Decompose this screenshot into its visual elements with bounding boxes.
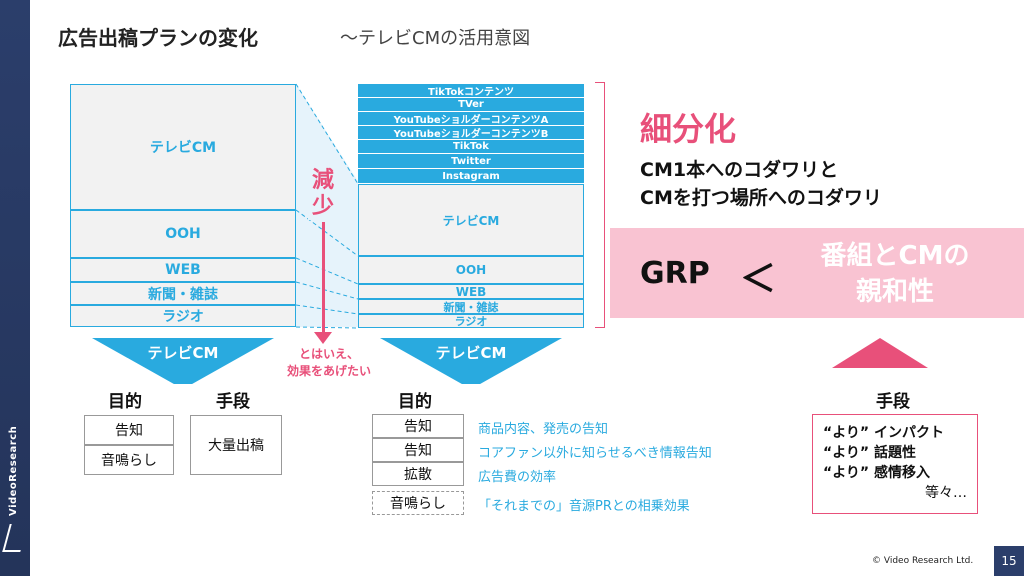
up-triangle-icon	[832, 338, 928, 368]
fragmentation-heading: 細分化	[640, 110, 737, 148]
page-number: 15	[994, 546, 1024, 576]
grp-label: GRP	[640, 256, 710, 291]
right-purpose-3: 拡散	[372, 462, 464, 486]
right-purpose-1: 告知	[372, 414, 464, 438]
affinity-line-1: 番組とCMの	[820, 241, 970, 271]
copyright: © Video Research Ltd.	[872, 556, 974, 566]
left-ooh: OOH	[70, 210, 296, 258]
less-than-icon: ＜	[740, 259, 777, 300]
left-purpose-2: 音鳴らし	[84, 445, 174, 475]
affinity-label: 番組とCMの 親和性	[790, 238, 1000, 310]
right-radio: ラジオ	[358, 314, 584, 328]
right-ooh: OOH	[358, 256, 584, 284]
left-purpose-label: 目的	[108, 392, 142, 412]
down-arrow-line	[322, 222, 325, 334]
left-purpose-1: 告知	[84, 415, 174, 445]
left-means-label: 手段	[216, 392, 250, 412]
description-2: コアファン以外に知らせるべき情報告知	[478, 446, 712, 461]
statement-line-2: CMを打つ場所へのコダワリ	[640, 187, 882, 209]
statement-line-1: CM1本へのコダワリと	[640, 159, 839, 181]
right-purpose-label: 目的	[398, 392, 432, 412]
right-item-youtube-b: YouTubeショルダーコンテンツB	[358, 126, 584, 140]
means-line-3: “より” 感情移入	[823, 465, 930, 481]
means-line-2: “より” 話題性	[823, 445, 916, 461]
down-arrow-icon	[314, 332, 332, 344]
reduce-label: 減少	[308, 168, 338, 220]
left-web: WEB	[70, 258, 296, 282]
left-newspaper: 新聞・雑誌	[70, 282, 296, 305]
right-tvcm: テレビCM	[358, 184, 584, 256]
description-4: 「それまでの」音源PRとの相乗効果	[478, 499, 690, 514]
note-text: とはいえ、 効果をあげたい	[274, 346, 384, 380]
means-line-4: 等々…	[925, 485, 967, 501]
right-web: WEB	[358, 284, 584, 299]
right-item-instagram: Instagram	[358, 169, 584, 184]
comparison-band	[610, 228, 1024, 318]
means-panel-label: 手段	[876, 392, 910, 412]
commitment-statement: CM1本へのコダワリと CMを打つ場所へのコダワリ	[640, 156, 882, 212]
left-radio: ラジオ	[70, 305, 296, 327]
right-item-tver: TVer	[358, 98, 584, 112]
description-3: 広告費の効率	[478, 470, 557, 485]
right-purpose-2: 告知	[372, 438, 464, 462]
sidebar: VideoResearch	[0, 0, 30, 576]
right-bracket	[595, 82, 605, 328]
right-purpose-dashed: 音鳴らし	[372, 491, 464, 515]
right-newspaper: 新聞・雑誌	[358, 299, 584, 314]
left-tvcm: テレビCM	[70, 84, 296, 210]
right-item-twitter: Twitter	[358, 154, 584, 169]
right-item-tiktok-content: TikTokコンテンツ	[358, 84, 584, 98]
affinity-line-2: 親和性	[855, 277, 934, 307]
page-title: 広告出稿プランの変化	[58, 26, 258, 50]
right-item-tiktok: TikTok	[358, 140, 584, 154]
means-panel: “より” インパクト “より” 話題性 “より” 感情移入 等々…	[812, 414, 978, 514]
description-1: 商品内容、発売の告知	[478, 422, 609, 437]
right-item-youtube-a: YouTubeショルダーコンテンツA	[358, 112, 584, 126]
note-line-2: 効果をあげたい	[286, 364, 371, 378]
note-line-1: とはいえ、	[298, 347, 359, 361]
means-line-1: “より” インパクト	[823, 425, 944, 441]
page-subtitle: ～テレビCMの活用意図	[340, 28, 531, 49]
left-means-value: 大量出稿	[190, 415, 282, 475]
